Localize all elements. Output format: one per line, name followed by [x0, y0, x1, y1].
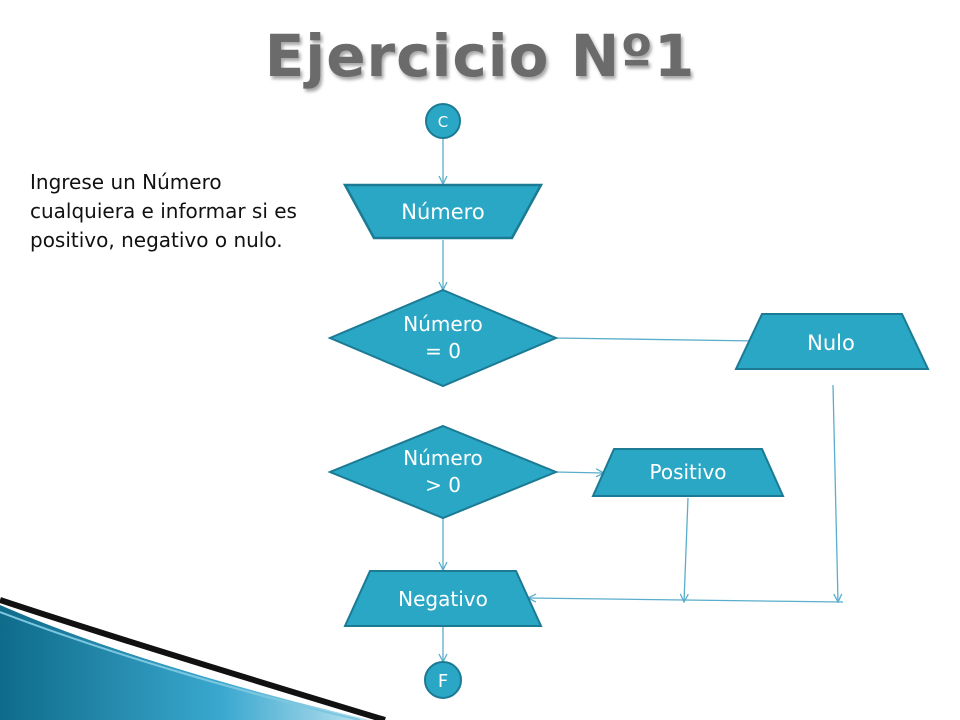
connector-positivo-down: [684, 497, 688, 602]
decision-positive-node: Número > 0: [327, 424, 559, 520]
output-negative-node: Negativo: [343, 570, 543, 627]
slide-title: Ejercicio Nº1: [264, 22, 696, 90]
connectors: [443, 138, 844, 662]
decision-zero-line2: = 0: [425, 339, 461, 363]
start-label: C: [438, 113, 448, 131]
output-null-label: Nulo: [807, 331, 855, 355]
connector-decision2-positivo: [554, 472, 604, 473]
start-node: C: [425, 103, 461, 139]
connector-decision1-nulo: [554, 338, 758, 341]
exercise-description: Ingrese un Número cualquiera e informar …: [30, 170, 297, 252]
end-node: F: [424, 661, 462, 699]
output-negative-label: Negativo: [398, 587, 488, 611]
input-label: Número: [401, 200, 484, 224]
corner-decoration: [0, 597, 386, 720]
output-positive-node: Positivo: [591, 448, 785, 497]
decision-positive-line2: > 0: [425, 473, 461, 497]
decision-positive-line1: Número: [403, 446, 482, 470]
output-null-node: Nulo: [734, 313, 930, 370]
input-node: Número: [342, 183, 544, 240]
end-label: F: [438, 671, 448, 692]
decision-zero-line1: Número: [403, 312, 482, 336]
decision-zero-node: Número = 0: [327, 288, 559, 388]
connector-merge-negativo: [528, 598, 844, 602]
connector-nulo-down: [832, 384, 838, 602]
output-positive-label: Positivo: [649, 460, 726, 484]
